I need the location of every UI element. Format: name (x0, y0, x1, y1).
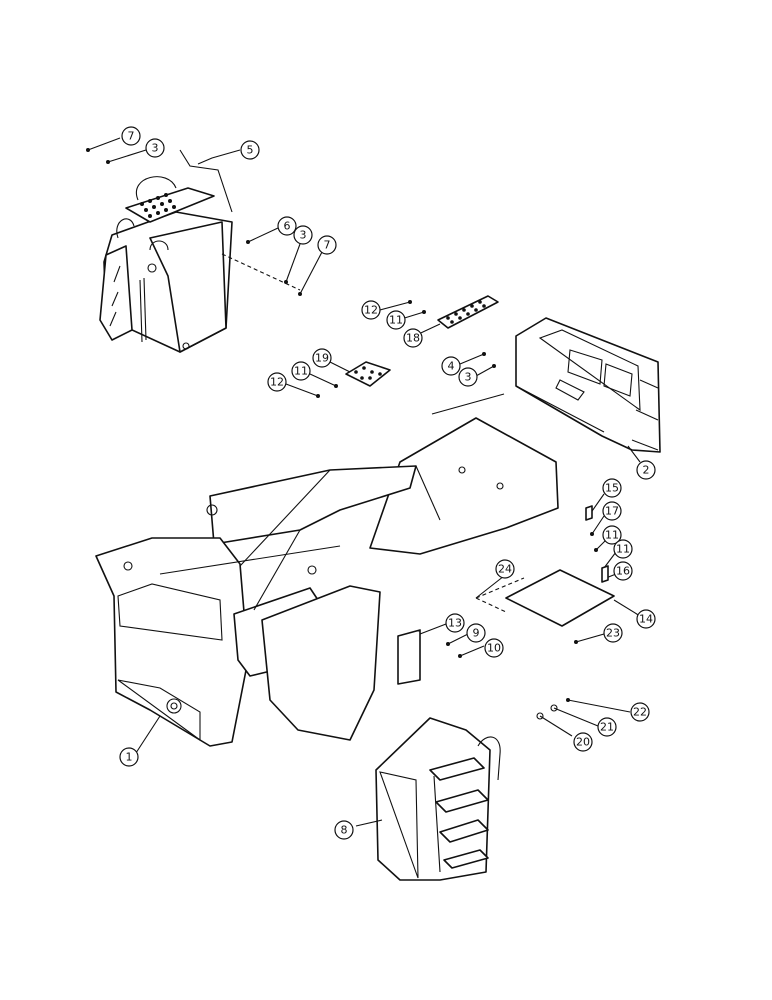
callout-7-middle: 7 (317, 235, 337, 255)
svg-text:15: 15 (605, 482, 619, 495)
callout-5: 5 (240, 140, 260, 160)
svg-text:14: 14 (639, 613, 653, 626)
callout-3-top: 3 (145, 138, 165, 158)
svg-text:13: 13 (448, 617, 462, 630)
step-plate-part-18 (437, 295, 499, 329)
callout-13: 13 (445, 613, 465, 633)
step-assembly-part (99, 176, 233, 353)
callout-9: 9 (466, 623, 486, 643)
svg-text:3: 3 (152, 142, 159, 155)
svg-text:11: 11 (605, 529, 619, 542)
callout-bubbles: 7 3 5 6 3 7 12 11 (119, 126, 656, 840)
svg-text:20: 20 (576, 736, 590, 749)
svg-text:3: 3 (465, 371, 472, 384)
callout-14: 14 (636, 609, 656, 629)
floor-plate-part-24 (475, 577, 525, 613)
svg-text:11: 11 (616, 543, 630, 556)
svg-text:17: 17 (605, 505, 619, 518)
svg-text:9: 9 (473, 627, 480, 640)
svg-text:12: 12 (364, 304, 378, 317)
callout-6: 6 (277, 216, 297, 236)
callout-21: 21 (597, 717, 617, 737)
svg-text:7: 7 (324, 239, 331, 252)
svg-text:3: 3 (300, 229, 307, 242)
svg-text:19: 19 (315, 352, 329, 365)
svg-text:22: 22 (633, 706, 647, 719)
callout-17: 17 (602, 501, 622, 521)
callout-16: 16 (613, 561, 633, 581)
callout-11-lower: 11 (291, 361, 311, 381)
main-frame-part (95, 417, 559, 747)
svg-text:1: 1 (126, 751, 133, 764)
callout-7-top: 7 (121, 126, 141, 146)
step-tower-part (375, 717, 501, 881)
callout-18: 18 (403, 328, 423, 348)
callout-22: 22 (630, 702, 650, 722)
callout-8: 8 (334, 820, 354, 840)
callout-15: 15 (602, 478, 622, 498)
svg-text:24: 24 (498, 563, 512, 576)
svg-text:8: 8 (341, 824, 348, 837)
callout-4: 4 (441, 356, 461, 376)
callout-12-upper: 12 (361, 300, 381, 320)
callout-24: 24 (495, 559, 515, 579)
side-panel-part-13 (397, 629, 421, 685)
svg-text:12: 12 (270, 376, 284, 389)
callout-11-upper: 11 (386, 310, 406, 330)
svg-text:4: 4 (448, 360, 455, 373)
callout-11-right-lower: 11 (613, 539, 633, 559)
perforated-step-holes (140, 193, 176, 218)
step-plate-part-19 (345, 361, 391, 387)
callout-10: 10 (484, 638, 504, 658)
callout-20: 20 (573, 732, 593, 752)
svg-text:11: 11 (294, 365, 308, 378)
svg-text:21: 21 (600, 721, 614, 734)
callout-12-lower: 12 (267, 372, 287, 392)
callout-2: 2 (636, 460, 656, 480)
svg-text:6: 6 (284, 220, 291, 233)
callout-3-right: 3 (458, 367, 478, 387)
rear-housing-part (515, 317, 661, 453)
svg-text:11: 11 (389, 314, 403, 327)
svg-text:2: 2 (643, 464, 650, 477)
svg-text:18: 18 (406, 332, 420, 345)
callout-1: 1 (119, 747, 139, 767)
callout-19: 19 (312, 348, 332, 368)
callout-11-right-upper: 11 (602, 525, 622, 545)
svg-text:5: 5 (247, 144, 254, 157)
svg-text:10: 10 (487, 642, 501, 655)
callout-3-middle: 3 (293, 225, 313, 245)
svg-text:7: 7 (128, 130, 135, 143)
svg-text:23: 23 (606, 627, 620, 640)
callout-23: 23 (603, 623, 623, 643)
floor-plate-part-14 (505, 569, 615, 627)
svg-text:16: 16 (616, 565, 630, 578)
